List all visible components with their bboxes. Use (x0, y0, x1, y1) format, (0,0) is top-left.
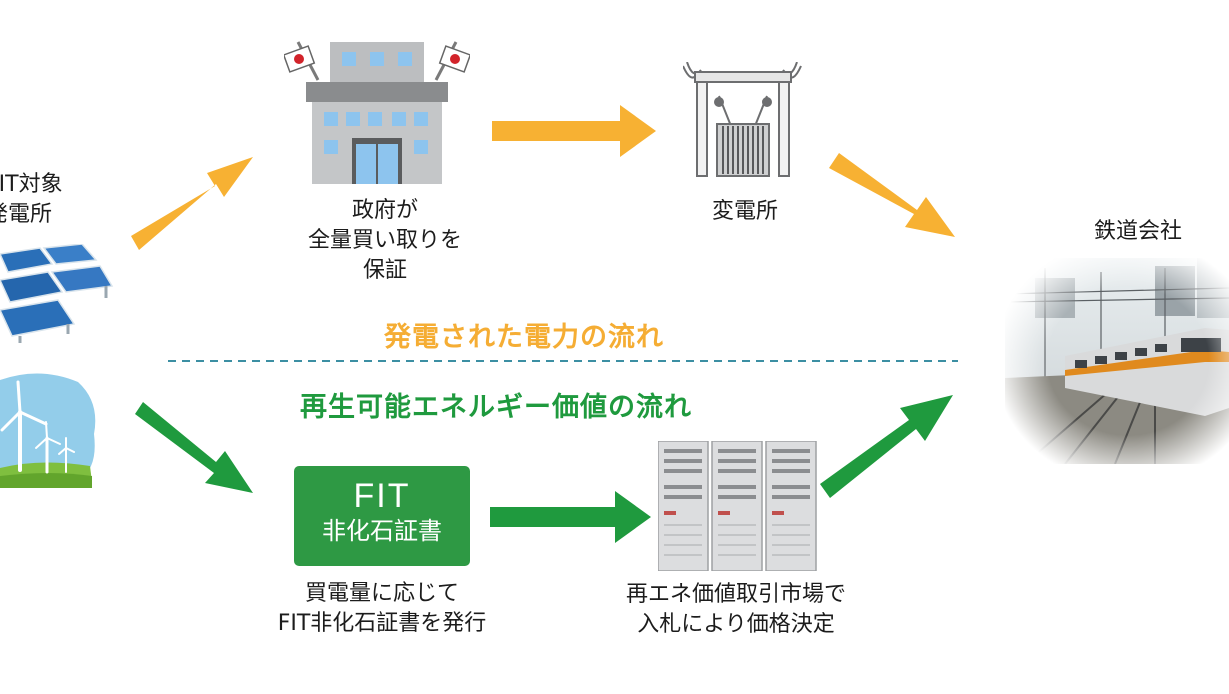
market-label: 再エネ価値取引市場で 入札により価格決定 (606, 580, 866, 640)
train-photo (1005, 258, 1229, 464)
certificate-subtitle: 非化石証書 (322, 517, 442, 545)
substation-icon (683, 62, 802, 177)
railway-label: 鉄道会社 (1093, 219, 1182, 244)
electricity-flow-title: 発電された電力の流れ (384, 322, 664, 353)
arrow-certificate-to-market (490, 491, 651, 543)
fit-plant-label-line2: 発電所 (0, 202, 53, 227)
arrow-plant-to-government (131, 157, 253, 250)
certificate-issue-line2: FIT非化石証書を発行 (277, 611, 487, 636)
server-rack-icon (658, 441, 817, 571)
arrow-government-to-substation (492, 105, 656, 157)
government-label-line1: 政府が (351, 198, 418, 223)
government-label-line3: 保証 (362, 258, 407, 283)
market-label-line1: 再エネ価値取引市場で (625, 582, 846, 607)
value-flow-title: 再生可能エネルギー価値の流れ (300, 392, 692, 423)
government-label-line2: 全量買い取りを (307, 228, 462, 253)
wind-turbine-icon (0, 373, 96, 488)
certificate-title: FIT (353, 477, 411, 515)
certificate-issue-label: 買電量に応じて FIT非化石証書を発行 (260, 579, 504, 639)
government-building-icon (284, 41, 470, 184)
market-label-line2: 入札により価格決定 (637, 612, 835, 637)
solar-panel-icon (0, 244, 114, 343)
government-label: 政府が 全量買い取りを 保証 (300, 196, 470, 286)
arrow-substation-to-railway (829, 153, 955, 237)
substation-label: 変電所 (711, 199, 778, 224)
fit-certificate-card: FIT 非化石証書 (294, 466, 470, 566)
fit-plant-label: FIT対象 発電所 (0, 170, 63, 230)
arrow-plant-to-certificate (135, 402, 253, 493)
fit-plant-label-line1: FIT対象 (0, 172, 63, 197)
arrow-market-to-railway (820, 395, 953, 498)
certificate-issue-line1: 買電量に応じて (304, 581, 459, 606)
